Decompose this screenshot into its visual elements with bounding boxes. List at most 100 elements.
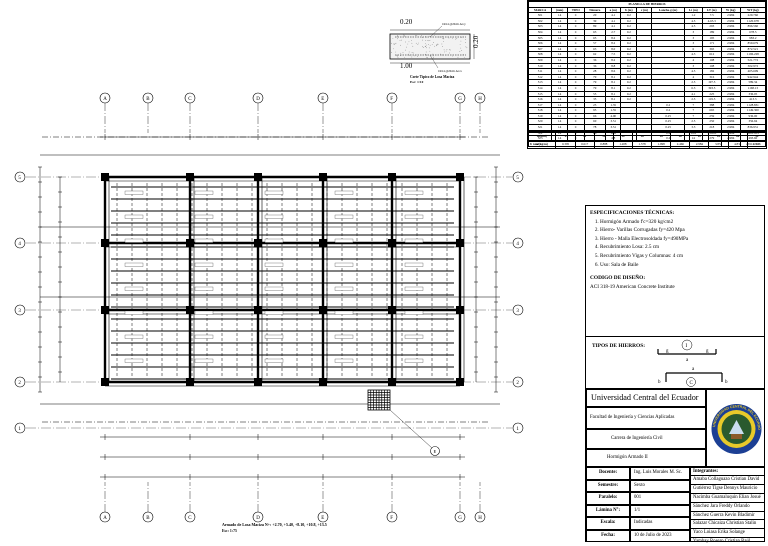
unit-weight-cell: 1.998	[651, 140, 672, 149]
member-name: Amaba Collaguazo Cristian David	[691, 475, 764, 484]
detail-marker-letter: E	[434, 449, 437, 454]
rebar-cell: 510	[527, 62, 553, 70]
section-dim-bottom: 1.00	[400, 62, 413, 70]
diameter-cell: 28	[727, 132, 748, 141]
axis-bubble-letter	[317, 511, 329, 523]
rebar-cell: C	[567, 79, 585, 86]
rebar-cell	[651, 79, 685, 86]
rebar-cell: C	[567, 23, 585, 30]
axis-letter: H	[478, 97, 482, 102]
axis-bubble-number	[512, 171, 524, 183]
title-block-label: Docente:	[586, 467, 630, 480]
unit-weights-diameter-label: Φ(mm)	[526, 132, 557, 141]
specifications-panel: ESPECIFICACIONES TÉCNICAS: Hormigón Arma…	[585, 205, 765, 337]
rebar-cell: 8.1	[604, 96, 622, 103]
section-dim-top: 0.20	[400, 18, 413, 26]
rebar-schedule-title: PLANILLA DE HIERROS	[528, 1, 766, 8]
rebar-cell	[636, 23, 653, 30]
rebar-cell: 1168.13	[739, 84, 767, 92]
member-name: Nacimba Guamaluquin Elian Josué	[691, 492, 764, 502]
section-scale: Esc: 1:10	[410, 80, 424, 84]
rebar-cell: 293	[701, 23, 722, 30]
rebar-cell: 936.00	[739, 112, 767, 120]
rebar-cell: 229.760	[739, 12, 767, 19]
faculty-name: Facultad de Ingeniería y Ciencias Aplica…	[586, 407, 706, 429]
rebar-cell: 516	[527, 96, 553, 103]
rebar-cell: 1149.300	[739, 107, 767, 114]
diameter-cell: 10	[574, 132, 595, 141]
axis-bubble-number	[14, 171, 26, 183]
rebar-cell: 182	[701, 68, 722, 75]
rebar-cell: 0.2	[651, 107, 685, 114]
rebar-cell	[636, 118, 653, 126]
unit-weight-cell: 0.617	[574, 140, 595, 149]
rebar-cell	[651, 96, 685, 103]
rebar-cell: C	[567, 90, 585, 98]
bar-type-2-b-right: b	[725, 380, 728, 385]
title-block-label: Semestre:	[586, 479, 630, 492]
diameter-cell: 32	[746, 132, 768, 141]
axis-bubble-letter	[252, 92, 264, 104]
rebar-cell: 519	[527, 112, 553, 120]
members-box: Integrantes: Amaba Collaguazo Cristian D…	[690, 467, 765, 544]
rebar-cell	[636, 112, 653, 120]
axis-bubble-letter	[317, 92, 329, 104]
axis-letter: A	[103, 97, 107, 102]
rebar-cell	[651, 17, 685, 25]
axis-bubble-number	[14, 304, 26, 316]
seal-icon: UNIVERSIDAD CENTRAL DEL ECUADOR	[707, 390, 762, 454]
unit-weight-cell: 4.834	[727, 140, 748, 149]
diameter-cell: 8	[555, 132, 576, 141]
rebar-cell	[636, 101, 653, 109]
rebar-cell: C	[567, 101, 585, 109]
rebar-cell	[636, 79, 653, 86]
rebar-cell: C	[567, 68, 585, 75]
specification-item: Recubrimiento Losa: 2.5 cm	[600, 243, 760, 252]
design-code-heading: CODIGO DE DISEÑO:	[590, 275, 646, 282]
rebar-cell: 0.25	[651, 112, 685, 120]
title-block-value: Indicadas	[630, 517, 690, 530]
rebar-cell	[636, 73, 653, 81]
specification-item: Hormigón Armado f'c=320 kg/cm2	[600, 218, 760, 227]
bar-types-diagram: I g g a C a b b	[657, 339, 728, 387]
rebar-cell: 503	[527, 23, 553, 30]
member-name: Sánchez Jara Freddy Orlando	[691, 501, 764, 511]
rebar-cell: 393.5	[701, 84, 722, 92]
axis-number: 2	[516, 381, 519, 386]
rebar-cell: 119.5	[701, 96, 722, 103]
rebar-cell: 0.2	[651, 101, 685, 109]
rebar-cell: 501	[527, 12, 553, 19]
member-name: Yaco Loiasa Erika Solange	[691, 528, 764, 537]
rebar-cell: 517	[527, 101, 553, 109]
course-name: Hormigón Armado II	[586, 449, 706, 467]
rebar-cell: 1.55	[604, 107, 622, 114]
axis-bubble-letter	[386, 92, 398, 104]
rebar-cell: C	[567, 112, 585, 120]
axis-letter: D	[256, 516, 260, 521]
axis-number: 4	[516, 242, 519, 247]
rebar-cell: 8.1	[604, 73, 622, 81]
axis-bubble-number	[512, 422, 524, 434]
bar-type-1-a: a	[686, 358, 689, 363]
rebar-cell: 3.51	[604, 118, 622, 126]
rebar-cell: 1128.831	[739, 101, 767, 109]
unit-weight-cell: 0.395	[555, 140, 576, 149]
rebar-cell: 8.6	[604, 68, 622, 75]
bar-types-panel: TIPOS DE HIERROS: I g g a C a b b	[585, 337, 765, 389]
rebar-cell: 1120.678	[739, 17, 767, 25]
rebar-cell: 513	[527, 79, 553, 86]
axis-bubble-letter	[99, 511, 111, 523]
career-name: Carrera de Ingeniería Civil	[586, 429, 706, 449]
title-block-value: Ing. Luis Morales M. Sc.	[630, 467, 690, 480]
axis-bubble-letter	[474, 511, 486, 523]
rebar-cell: 4.1	[604, 12, 622, 19]
rebar-cell: C	[567, 73, 585, 81]
member-name: Salazar Chicaiza Christian Stalin	[691, 519, 764, 528]
